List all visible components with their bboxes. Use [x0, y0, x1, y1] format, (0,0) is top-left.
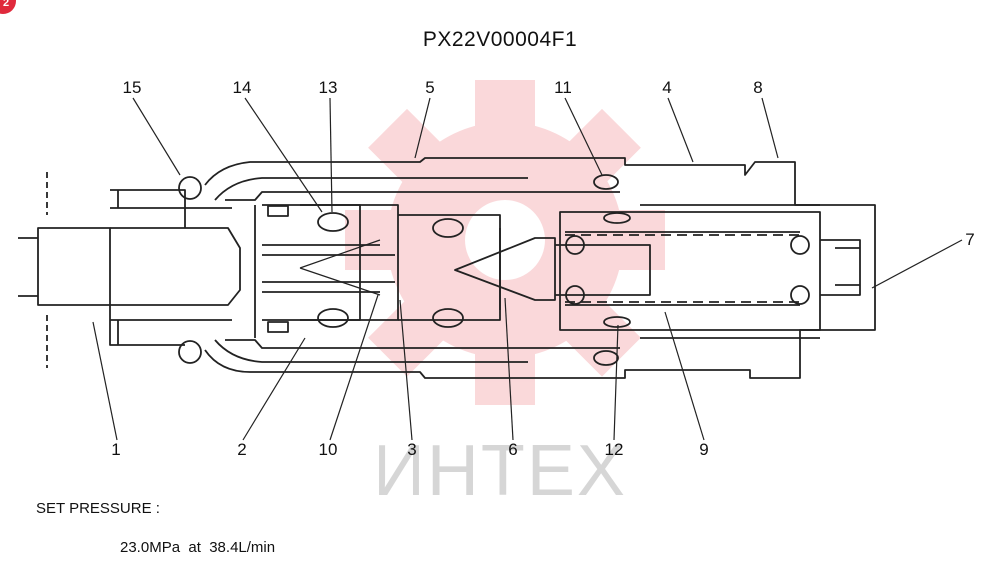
part-number-title: PX22V00004F1 — [422, 28, 578, 51]
callout-3: 3 — [407, 440, 417, 459]
leader-5 — [414, 97, 431, 159]
watermark-brand-text: ИНТЕХ — [373, 431, 627, 511]
leader-14 — [244, 97, 323, 213]
set-pressure-label: SET PRESSURE : — [36, 500, 160, 517]
callout-1: 1 — [111, 440, 121, 459]
leader-13 — [329, 97, 333, 213]
callout-13: 13 — [318, 78, 338, 97]
leader-6 — [504, 297, 514, 441]
callout-7: 7 — [965, 230, 975, 249]
leader-2 — [242, 337, 306, 441]
leader-8 — [761, 97, 779, 159]
leader-3 — [399, 299, 413, 441]
leader-4 — [667, 97, 694, 163]
callout-9: 9 — [699, 440, 709, 459]
callout-11: 11 — [554, 78, 572, 97]
watermark-gear-logo — [345, 80, 665, 405]
leader-1 — [92, 321, 118, 441]
callout-8: 8 — [753, 78, 763, 97]
callout-14: 14 — [232, 78, 252, 97]
leader-10 — [329, 294, 379, 441]
set-pressure-value: 23.0MPa at 38.4L/min — [120, 539, 276, 556]
leader-9 — [664, 311, 705, 441]
callout-15: 15 — [122, 78, 142, 97]
leader-12 — [613, 324, 619, 441]
callout-10: 10 — [318, 440, 338, 459]
callout-12: 12 — [604, 440, 624, 459]
callout-2: 2 — [237, 440, 247, 459]
leader-7 — [871, 239, 963, 289]
callout-5: 5 — [425, 78, 435, 97]
leader-15 — [132, 97, 181, 176]
callout-4: 4 — [662, 78, 672, 97]
callout-6: 6 — [508, 440, 518, 459]
leader-11 — [564, 97, 603, 176]
